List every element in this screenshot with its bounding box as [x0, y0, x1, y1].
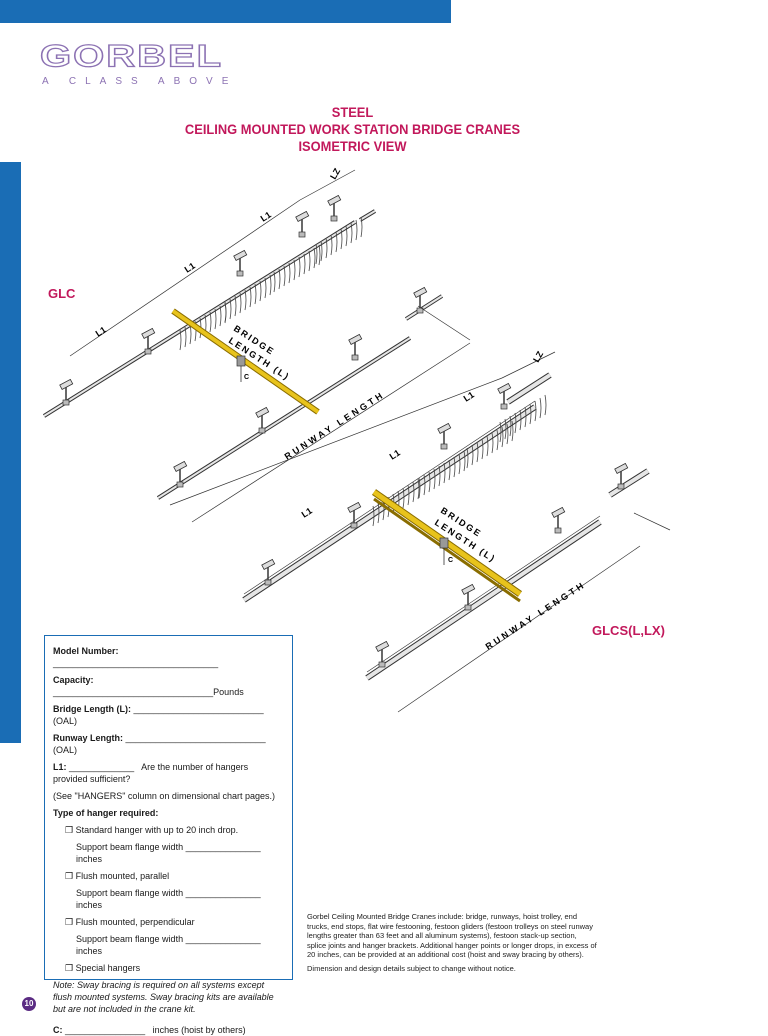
- order-form-box: Model Number: __________________________…: [44, 635, 293, 1035]
- title-line-3: ISOMETRIC VIEW: [298, 138, 407, 154]
- side-accent-bar: [0, 162, 21, 743]
- gorbel-logo: GORBEL A CLASS ABOVE: [39, 39, 240, 87]
- glcs-label: GLCS(L,LX): [592, 623, 665, 638]
- disclaimer-paragraph: Dimension and design details subject to …: [307, 963, 516, 973]
- l1-blank: _____________: [69, 762, 135, 772]
- hanger-option-flush-perpendicular: ❒ Flush mounted, perpendicular: [65, 917, 195, 927]
- hanger-flange-width-standard: Support beam flange width ______________…: [76, 842, 261, 864]
- capacity-label: Capacity:: [53, 675, 94, 685]
- runway-length-blank: ____________________________: [125, 733, 266, 743]
- model-number-label: Model Number:: [53, 646, 119, 656]
- runway-length-label: Runway Length:: [53, 733, 123, 743]
- glc-l1-label-1: L1: [94, 325, 108, 339]
- capacity-suffix: Pounds: [213, 687, 244, 697]
- model-number-row: Model Number: __________________________…: [53, 645, 284, 669]
- isometric-crane-drawing: L1 L1 L1 LZ BRIDGE LENGTH (L) RUNWAY LEN…: [42, 166, 671, 713]
- l1-row: L1: _____________ Are the number of hang…: [53, 761, 284, 785]
- glcs-bridge: [371, 489, 523, 603]
- hanger-option-standard: ❒ Standard hanger with up to 20 inch dro…: [65, 825, 239, 835]
- l1-label: L1:: [53, 762, 67, 772]
- capacity-blank: ________________________________: [53, 687, 214, 697]
- glcs-lz-label: LZ: [531, 349, 545, 364]
- bridge-length-suffix: (OAL): [53, 716, 78, 726]
- c-label: C:: [53, 1025, 63, 1035]
- hangers-note: (See "HANGERS" column on dimensional cha…: [53, 791, 275, 801]
- top-accent-bar: [0, 0, 451, 23]
- page-title: STEEL CEILING MOUNTED WORK STATION BRIDG…: [120, 104, 585, 155]
- glc-lz-label: LZ: [328, 166, 342, 181]
- runway-length-row: Runway Length: _________________________…: [53, 732, 284, 756]
- glcs-l1-label-2: L1: [388, 448, 402, 462]
- title-line-1: STEEL: [331, 104, 374, 120]
- hanger-flange-width-perpendicular: Support beam flange width ______________…: [76, 934, 261, 956]
- product-info-text: Gorbel Ceiling Mounted Bridge Cranes inc…: [307, 912, 597, 977]
- model-number-blank: _________________________________: [53, 658, 219, 668]
- glcs-l1-label-1: L1: [300, 506, 314, 520]
- glc-c-label: C: [244, 374, 249, 381]
- title-line-2: CEILING MOUNTED WORK STATION BRIDGE CRAN…: [184, 121, 521, 137]
- runway-length-suffix: (OAL): [53, 745, 78, 755]
- glc-l1-label-3: L1: [259, 210, 273, 224]
- logo-tagline: A CLASS ABOVE: [42, 76, 238, 87]
- c-blank: ________________: [65, 1025, 146, 1035]
- c-row: C: ________________ inches (hoist by oth…: [53, 1024, 284, 1036]
- glc-assembly: L1 L1 L1 LZ BRIDGE LENGTH (L) RUNWAY LEN…: [42, 166, 471, 523]
- l1-question: Are the number of hangers provided suffi…: [53, 762, 249, 784]
- glc-bridge: [171, 308, 320, 415]
- bridge-length-blank: __________________________: [133, 704, 264, 714]
- glc-runway-right: [156, 286, 444, 500]
- glc-runway-left: [42, 194, 377, 418]
- hanger-flange-width-parallel: Support beam flange width ______________…: [76, 888, 261, 910]
- bridge-length-label: Bridge Length (L):: [53, 704, 131, 714]
- capacity-row: Capacity: ______________________________…: [53, 674, 284, 698]
- hanger-option-special: ❒ Special hangers: [65, 963, 141, 973]
- hanger-option-flush-parallel: ❒ Flush mounted, parallel: [65, 871, 170, 881]
- glc-l1-label-2: L1: [183, 261, 197, 275]
- glcs-l1-label-3: L1: [462, 390, 476, 404]
- hanger-type-heading: Type of hanger required:: [53, 808, 159, 818]
- glcs-runway-right: [365, 462, 650, 681]
- glc-dimension-lines: [69, 169, 471, 523]
- c-suffix: inches (hoist by others): [152, 1025, 246, 1035]
- sway-bracing-note: Note: Sway bracing is required on all sy…: [53, 980, 274, 1014]
- glcs-runway-left: [242, 372, 552, 603]
- glcs-dimension-lines: [169, 351, 671, 713]
- glcs-c-label: C: [448, 557, 453, 564]
- glc-label: GLC: [48, 286, 76, 301]
- logo-wordmark: GORBEL: [39, 39, 224, 74]
- includes-paragraph: Gorbel Ceiling Mounted Bridge Cranes inc…: [307, 912, 597, 959]
- bridge-length-row: Bridge Length (L): _____________________…: [53, 703, 284, 727]
- page-number-badge: 10: [22, 997, 36, 1011]
